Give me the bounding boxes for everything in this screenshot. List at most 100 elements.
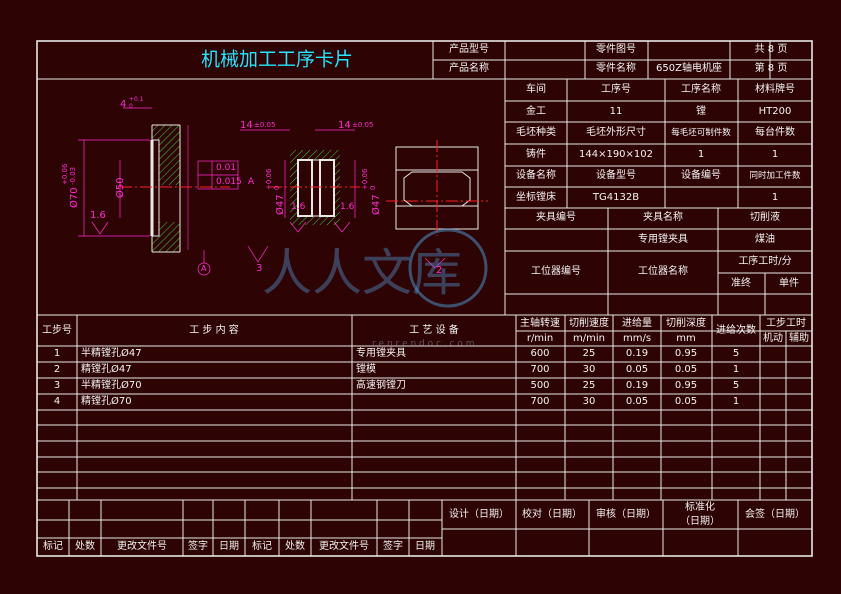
op-no-value: 11	[609, 106, 623, 117]
step-passes: 1	[732, 364, 740, 375]
countersign-label: 会签（日期）	[745, 509, 805, 520]
watermark-url: r e n r e n d o c . c o m	[372, 339, 475, 349]
dimension-lines	[78, 107, 446, 276]
step-feed: 0.05	[625, 364, 649, 375]
blank-type-value: 铸件	[526, 149, 546, 160]
step-passes: 5	[732, 348, 740, 359]
dim-14a: 14	[240, 120, 253, 131]
dim-4-tol2: 0	[129, 103, 133, 110]
dia-47a-tol2: 0	[273, 185, 281, 190]
col-depth-unit: mm	[676, 333, 696, 344]
station-name-label: 工位器名称	[638, 266, 688, 277]
dia-47b-tol: +0.06	[361, 168, 369, 190]
step-equip: 专用镗夹具	[356, 348, 406, 359]
step-feed: 0.19	[625, 348, 649, 359]
per-blank-value: 1	[697, 149, 705, 160]
end-view	[386, 140, 488, 236]
step-depth: 0.05	[674, 396, 698, 407]
material-label: 材料牌号	[755, 84, 795, 95]
workshop-value: 金工	[526, 106, 546, 117]
col-aux: 辅助	[789, 333, 809, 344]
product-name-label: 产品名称	[449, 63, 489, 74]
equip-name-label: 设备名称	[516, 170, 556, 181]
equip-model-label: 设备型号	[596, 170, 636, 181]
change-doc-label: 更改文件号	[117, 541, 167, 552]
step-content: 精镗孔Ø47	[81, 364, 132, 375]
total-pages: 共 8 页	[754, 44, 788, 55]
material-value: HT200	[758, 106, 792, 117]
check-label: 校对（日期）	[522, 509, 582, 520]
tolerance-datum-ref: A	[248, 177, 255, 187]
roughness-2: 1.6	[291, 202, 306, 212]
tolerance-1: 0.01	[216, 163, 237, 173]
dim-4: 4	[120, 99, 127, 110]
simul-value: 1	[771, 192, 779, 203]
step-cut-speed: 30	[582, 396, 596, 407]
step-depth: 0.95	[674, 380, 698, 391]
simul-label: 同时加工件数	[749, 170, 801, 181]
roughness-1: 1.6	[90, 210, 106, 221]
col-machine: 机动	[763, 333, 783, 344]
step-no: 4	[53, 396, 61, 407]
col-step-time: 工步工时	[766, 318, 806, 329]
step-passes: 5	[732, 380, 740, 391]
step-equip: 镗模	[356, 364, 376, 375]
page-number: 第 8 页	[754, 63, 788, 74]
step-cut-speed: 30	[582, 364, 596, 375]
standard-date-label: （日期）	[680, 516, 720, 527]
dia-70-tol: +0.06	[61, 163, 69, 185]
equip-no-label: 设备编号	[681, 170, 721, 181]
step-equip: 高速钢镗刀	[356, 380, 406, 391]
standard-label: 标准化	[685, 502, 715, 513]
review-label: 审核（日期）	[596, 509, 656, 520]
step-speed: 700	[530, 364, 550, 375]
workshop-label: 车间	[526, 84, 546, 95]
datum-a: A	[201, 264, 207, 273]
dia-47a-tol: +0.06	[265, 168, 273, 190]
step-speed: 500	[530, 380, 550, 391]
signature-label: 签字	[188, 541, 208, 552]
step-cut-speed: 25	[582, 348, 596, 359]
count-label: 处数	[75, 541, 95, 552]
op-name-value: 镗	[696, 106, 706, 117]
part-no-label: 零件图号	[596, 44, 636, 55]
date-label: 日期	[219, 541, 239, 552]
step-no: 2	[53, 364, 61, 375]
dim-14b: 14	[338, 120, 351, 131]
col-speed-unit: r/min	[526, 333, 554, 344]
dia-70-tol2: -0.03	[69, 166, 77, 185]
step-speed: 700	[530, 396, 550, 407]
dia-50: Ø50	[115, 177, 126, 198]
op-no-label: 工序号	[601, 84, 631, 95]
signature-label: 签字	[383, 541, 403, 552]
section-view-1	[120, 124, 230, 253]
col-cut-speed-unit: m/min	[573, 333, 605, 344]
per-blank-label: 每毛坯可制件数	[671, 127, 731, 138]
card-title: 机械加工工序卡片	[200, 48, 354, 71]
change-doc-label: 更改文件号	[319, 541, 369, 552]
part-name-value: 650Z轴电机座	[656, 63, 722, 74]
product-model-label: 产品型号	[449, 44, 489, 55]
step-no: 1	[53, 348, 61, 359]
watermark-text: 人人文库	[262, 244, 462, 302]
fixture-no-label: 夹具编号	[536, 212, 576, 223]
fixture-name-value: 专用镗夹具	[638, 234, 688, 245]
step-feed: 0.19	[625, 380, 649, 391]
dim-14b-tol: ±0.05	[352, 121, 374, 129]
col-passes: 进给次数	[716, 325, 756, 336]
per-unit-value: 1	[771, 149, 779, 160]
per-unit-label: 每台件数	[755, 127, 795, 138]
dim-14a-tol: ±0.05	[254, 121, 276, 129]
col-cut-speed: 切削速度	[569, 318, 609, 329]
dia-47b: Ø47	[371, 194, 382, 215]
step-content: 半精镗孔Ø70	[81, 380, 142, 391]
station-no-label: 工位器编号	[531, 266, 581, 277]
coolant-value: 煤油	[755, 234, 775, 245]
dim-4-tol: +0.1	[129, 96, 144, 103]
date-label: 日期	[415, 541, 435, 552]
dia-70: Ø70	[69, 187, 80, 208]
locator-2: 2	[436, 265, 443, 276]
step-passes: 1	[732, 396, 740, 407]
count-label: 处数	[285, 541, 305, 552]
roughness-3: 1.6	[340, 202, 355, 212]
